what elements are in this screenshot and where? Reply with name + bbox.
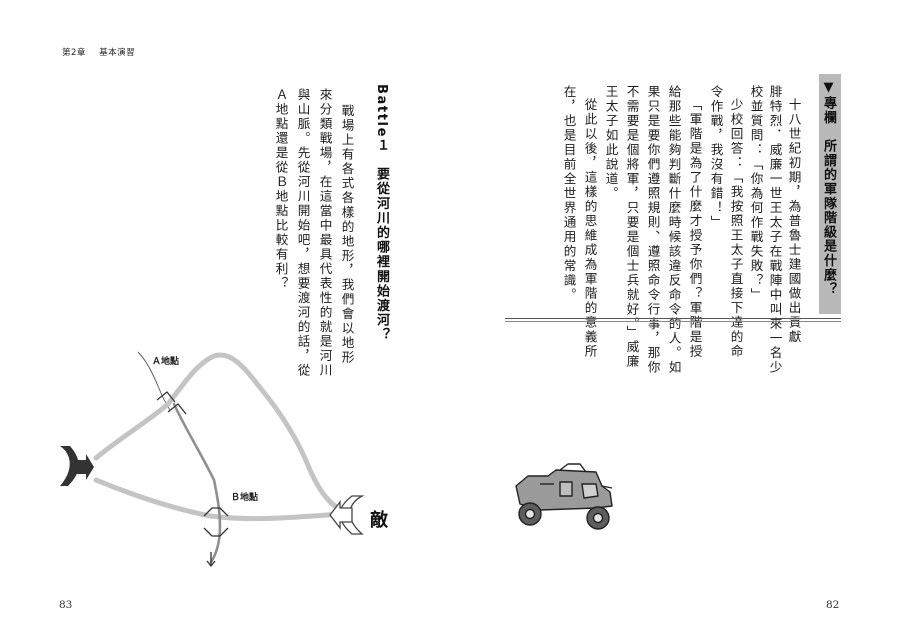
upper-route (93, 352, 349, 515)
jeep-icon (515, 463, 613, 530)
column-title: ▼專欄 所謂的軍隊階級是什麼？ (821, 80, 836, 297)
river-line (172, 402, 222, 564)
column-line-7: 給那些能夠判斷什麼時候該違反命令的人。如 (666, 85, 682, 375)
chapter-label: 第2章 (62, 48, 86, 58)
point-a-crossing-marks (156, 391, 187, 415)
running-head: 第2章 基本演習 (62, 46, 135, 58)
column-line-8: 果只是要你們遵照規則、遵照命令行事，那你 (645, 85, 661, 375)
page-number-left: 83 (59, 599, 73, 611)
river-flow-arrow-icon (206, 552, 216, 568)
point-b-crossing-marks (203, 507, 229, 537)
lower-route (93, 477, 349, 522)
column-title-box (819, 74, 841, 314)
column-line-1: 十八世紀初期，為普魯士建國做出貢獻 (786, 98, 802, 345)
chevron-arrow-icon (60, 446, 94, 486)
point-a-label: Ａ地點 (152, 357, 180, 367)
column-line-6: 「軍階是為了什麼才授予你們？軍階是授 (687, 98, 703, 359)
battle-line-3: 與山脈。先從河川開始吧，想要渡河的話，從 (295, 88, 311, 378)
column-line-9: 不需要是個將軍，只要是個士兵就好。」威廉 (624, 85, 640, 369)
column-line-4: 少校回答：「我按照王太子直接下達的命 (728, 98, 744, 359)
chapter-title: 基本演習 (99, 48, 136, 58)
battle-line-2: 來分類戰場，在這當中最具代表性的就是河川 (317, 88, 333, 378)
column-line-3: 校並質問：「你為何作戰失敗？」 (748, 85, 764, 303)
battle-line-1: 戰場上有各式各樣的地形，我們會以地形 (339, 104, 355, 365)
column-line-5: 令作戰，我沒有錯！」 (708, 85, 724, 230)
page-number-right: 82 (826, 599, 840, 611)
point-b-label: Ｂ地點 (231, 493, 259, 503)
enemy-label: 敵 (370, 510, 388, 531)
enemy-arrow-icon (329, 495, 365, 535)
column-line-2: 腓特烈．威廉一世王太子在戰陣中叫來一名少 (767, 85, 783, 375)
column-divider-secondary (505, 321, 841, 322)
column-line-11: 從此以後，這樣的思維成為軍階的意義所 (582, 98, 598, 359)
column-divider (505, 318, 841, 319)
battle-line-4: Ａ地點還是從Ｂ地點比較有利？ (273, 88, 289, 291)
battle-title: Battle１ 要從河川的哪裡開始渡河？ (374, 84, 389, 343)
column-line-12: 在，也是目前全世界通用的常識。 (561, 85, 577, 303)
route-lines (93, 352, 349, 522)
column-line-10: 王太子如此說道。 (603, 85, 619, 201)
